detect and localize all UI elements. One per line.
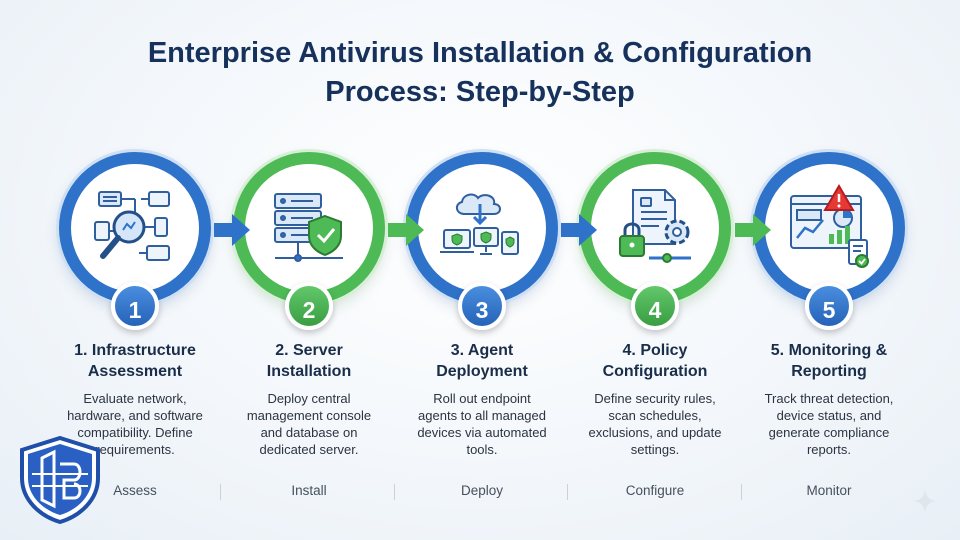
step-label: Monitor [806,483,852,498]
step-title: 3. Agent Deployment [436,342,528,380]
step-5-ring [753,152,905,304]
step-label: Configure [625,483,685,498]
step-label: Deploy [460,483,504,498]
label-divider [394,484,395,500]
step-label: Assess [113,483,157,498]
dashboard-alert-icon [790,184,869,268]
step-description: Evaluate network, hardware, and software… [67,391,203,457]
step-2: 2 2. Server Installation Deploy central … [221,0,397,540]
step-label: Install [291,483,327,498]
arrow-right-icon [388,214,424,246]
shield-logo-icon [20,435,100,525]
server-shield-icon [274,193,343,262]
page-title: Enterprise Antivirus Installation & Conf… [147,37,813,108]
arrow-right-icon [214,214,250,246]
step-title: 4. Policy Configuration [602,342,708,380]
step-4: 4 4. Policy Configuration Define securit… [567,0,743,540]
step-number-badge: 2 [285,282,333,330]
step-number-badge: 4 [631,282,679,330]
network-search-icon [94,191,170,261]
policy-lock-gear-icon [619,189,691,263]
step-description: Track threat detection, device status, a… [764,391,894,457]
label-divider [741,484,742,500]
step-title: 1. Infrastructure Assessment [74,342,196,380]
step-5: 5 5. Monitoring & Reporting Track threat… [741,0,917,540]
step-number-badge: 5 [805,282,853,330]
step-number-badge: 3 [458,282,506,330]
arrow-right-icon [735,214,771,246]
cloud-devices-icon [440,193,519,255]
step-3: 3 3. Agent Deployment Roll out endpoint … [394,0,570,540]
arrow-right-icon [561,214,597,246]
label-divider [567,484,568,500]
step-description: Deploy central management console and da… [246,391,372,457]
step-description: Define security rules, scan schedules, e… [588,391,722,457]
sparkle-icon [913,489,937,513]
step-title: 5. Monitoring & Reporting [770,342,888,380]
step-1: 1 1. Infrastructure Assessment Evaluate … [47,0,223,540]
step-title: 2. Server Installation [266,342,352,380]
step-number-badge: 1 [111,282,159,330]
step-description: Roll out endpoint agents to all managed … [417,391,547,457]
label-divider [220,484,221,500]
